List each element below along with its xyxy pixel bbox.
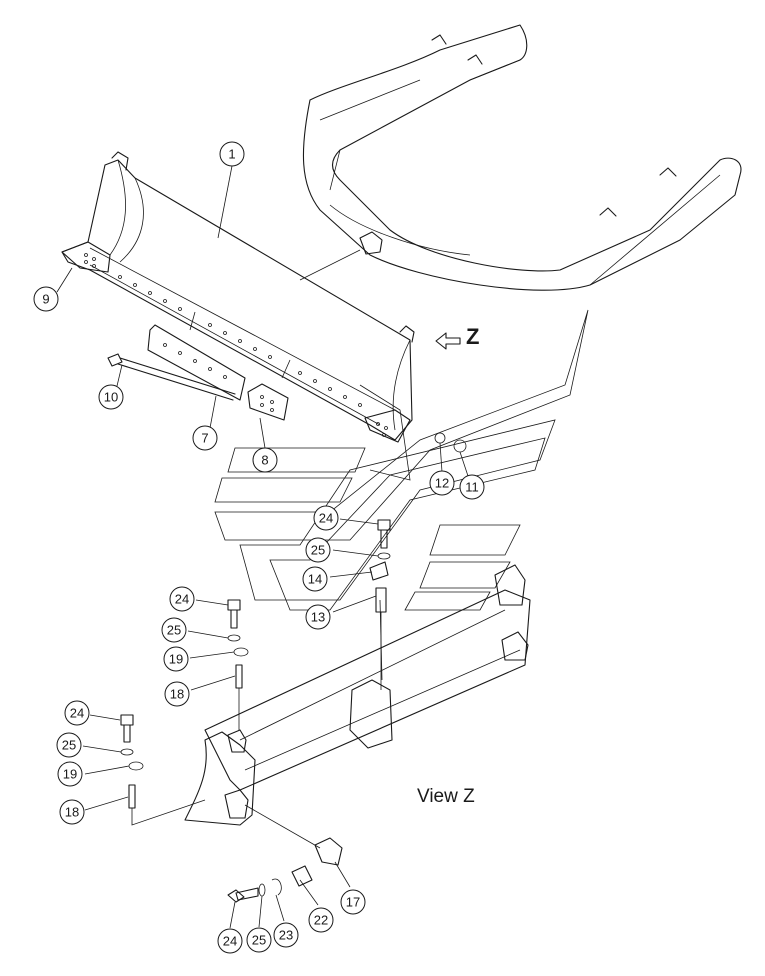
svg-text:25: 25 <box>311 543 325 558</box>
svg-text:12: 12 <box>435 476 449 491</box>
svg-text:9: 9 <box>42 292 49 307</box>
left-bracket <box>184 729 256 826</box>
callout-22: 22 <box>308 907 334 933</box>
leader-line <box>299 249 361 281</box>
end-bit-left <box>61 241 111 273</box>
callout-25-d: 25 <box>246 927 272 953</box>
callout-14: 14 <box>302 566 328 592</box>
svg-text:24: 24 <box>175 592 189 607</box>
washers <box>120 432 467 897</box>
cutting-edge <box>147 324 246 401</box>
callout-18-a: 18 <box>164 681 190 707</box>
svg-text:18: 18 <box>65 805 79 820</box>
arrow-left-icon <box>435 332 461 350</box>
tractor-frame <box>302 24 742 291</box>
svg-text:24: 24 <box>70 706 84 721</box>
svg-text:14: 14 <box>308 572 322 587</box>
view-arrow-label: Z <box>466 324 479 349</box>
svg-text:24: 24 <box>319 511 333 526</box>
svg-text:25: 25 <box>252 933 266 948</box>
leader-lines <box>56 165 469 929</box>
svg-text:19: 19 <box>63 767 77 782</box>
bolt-part-10 <box>107 353 236 401</box>
callout-18-b: 18 <box>59 799 85 825</box>
callout-24-c: 24 <box>64 700 90 726</box>
view-caption: View Z <box>417 786 475 807</box>
svg-text:1: 1 <box>228 147 235 162</box>
callout-23: 23 <box>273 922 299 948</box>
callout-12: 12 <box>429 470 455 496</box>
callout-13: 13 <box>305 604 331 630</box>
callout-19-b: 19 <box>57 761 83 787</box>
svg-text:7: 7 <box>201 431 208 446</box>
end-bit-right <box>364 409 411 443</box>
svg-text:11: 11 <box>465 480 479 495</box>
callout-10: 10 <box>98 384 124 410</box>
end-bit-part <box>247 383 289 421</box>
callout-1: 1 <box>219 141 245 167</box>
svg-text:25: 25 <box>167 623 181 638</box>
view-z-arrow: Z <box>435 324 479 350</box>
cutting-edge-holes <box>118 275 362 407</box>
svg-text:25: 25 <box>62 738 76 753</box>
svg-text:8: 8 <box>261 453 268 468</box>
svg-text:10: 10 <box>104 390 118 405</box>
callout-25-c: 25 <box>56 732 82 758</box>
callout-25-a: 25 <box>305 537 331 563</box>
svg-text:23: 23 <box>279 928 293 943</box>
callouts: 1 9 10 7 8 12 11 24 25 14 13 24 25 19 18… <box>33 141 485 954</box>
callout-24-a: 24 <box>313 505 339 531</box>
callout-7: 7 <box>192 425 218 451</box>
push-frame <box>204 564 531 791</box>
blade-assembly <box>61 151 415 443</box>
svg-text:18: 18 <box>170 687 184 702</box>
svg-text:19: 19 <box>169 652 183 667</box>
callout-8: 8 <box>252 447 278 473</box>
callout-24-d: 24 <box>217 928 243 954</box>
callout-11: 11 <box>459 474 485 500</box>
svg-text:24: 24 <box>223 934 237 949</box>
svg-text:22: 22 <box>314 913 328 928</box>
view-z-stripes <box>214 309 589 611</box>
callout-9: 9 <box>33 286 59 312</box>
svg-text:17: 17 <box>346 895 360 910</box>
callout-25-b: 25 <box>161 617 187 643</box>
pins-18 <box>128 664 243 826</box>
svg-text:13: 13 <box>311 610 325 625</box>
callout-17: 17 <box>340 889 366 915</box>
lower-link <box>244 804 343 866</box>
callout-19-a: 19 <box>163 646 189 672</box>
bolts-24 <box>120 519 391 903</box>
callout-24-b: 24 <box>169 586 195 612</box>
